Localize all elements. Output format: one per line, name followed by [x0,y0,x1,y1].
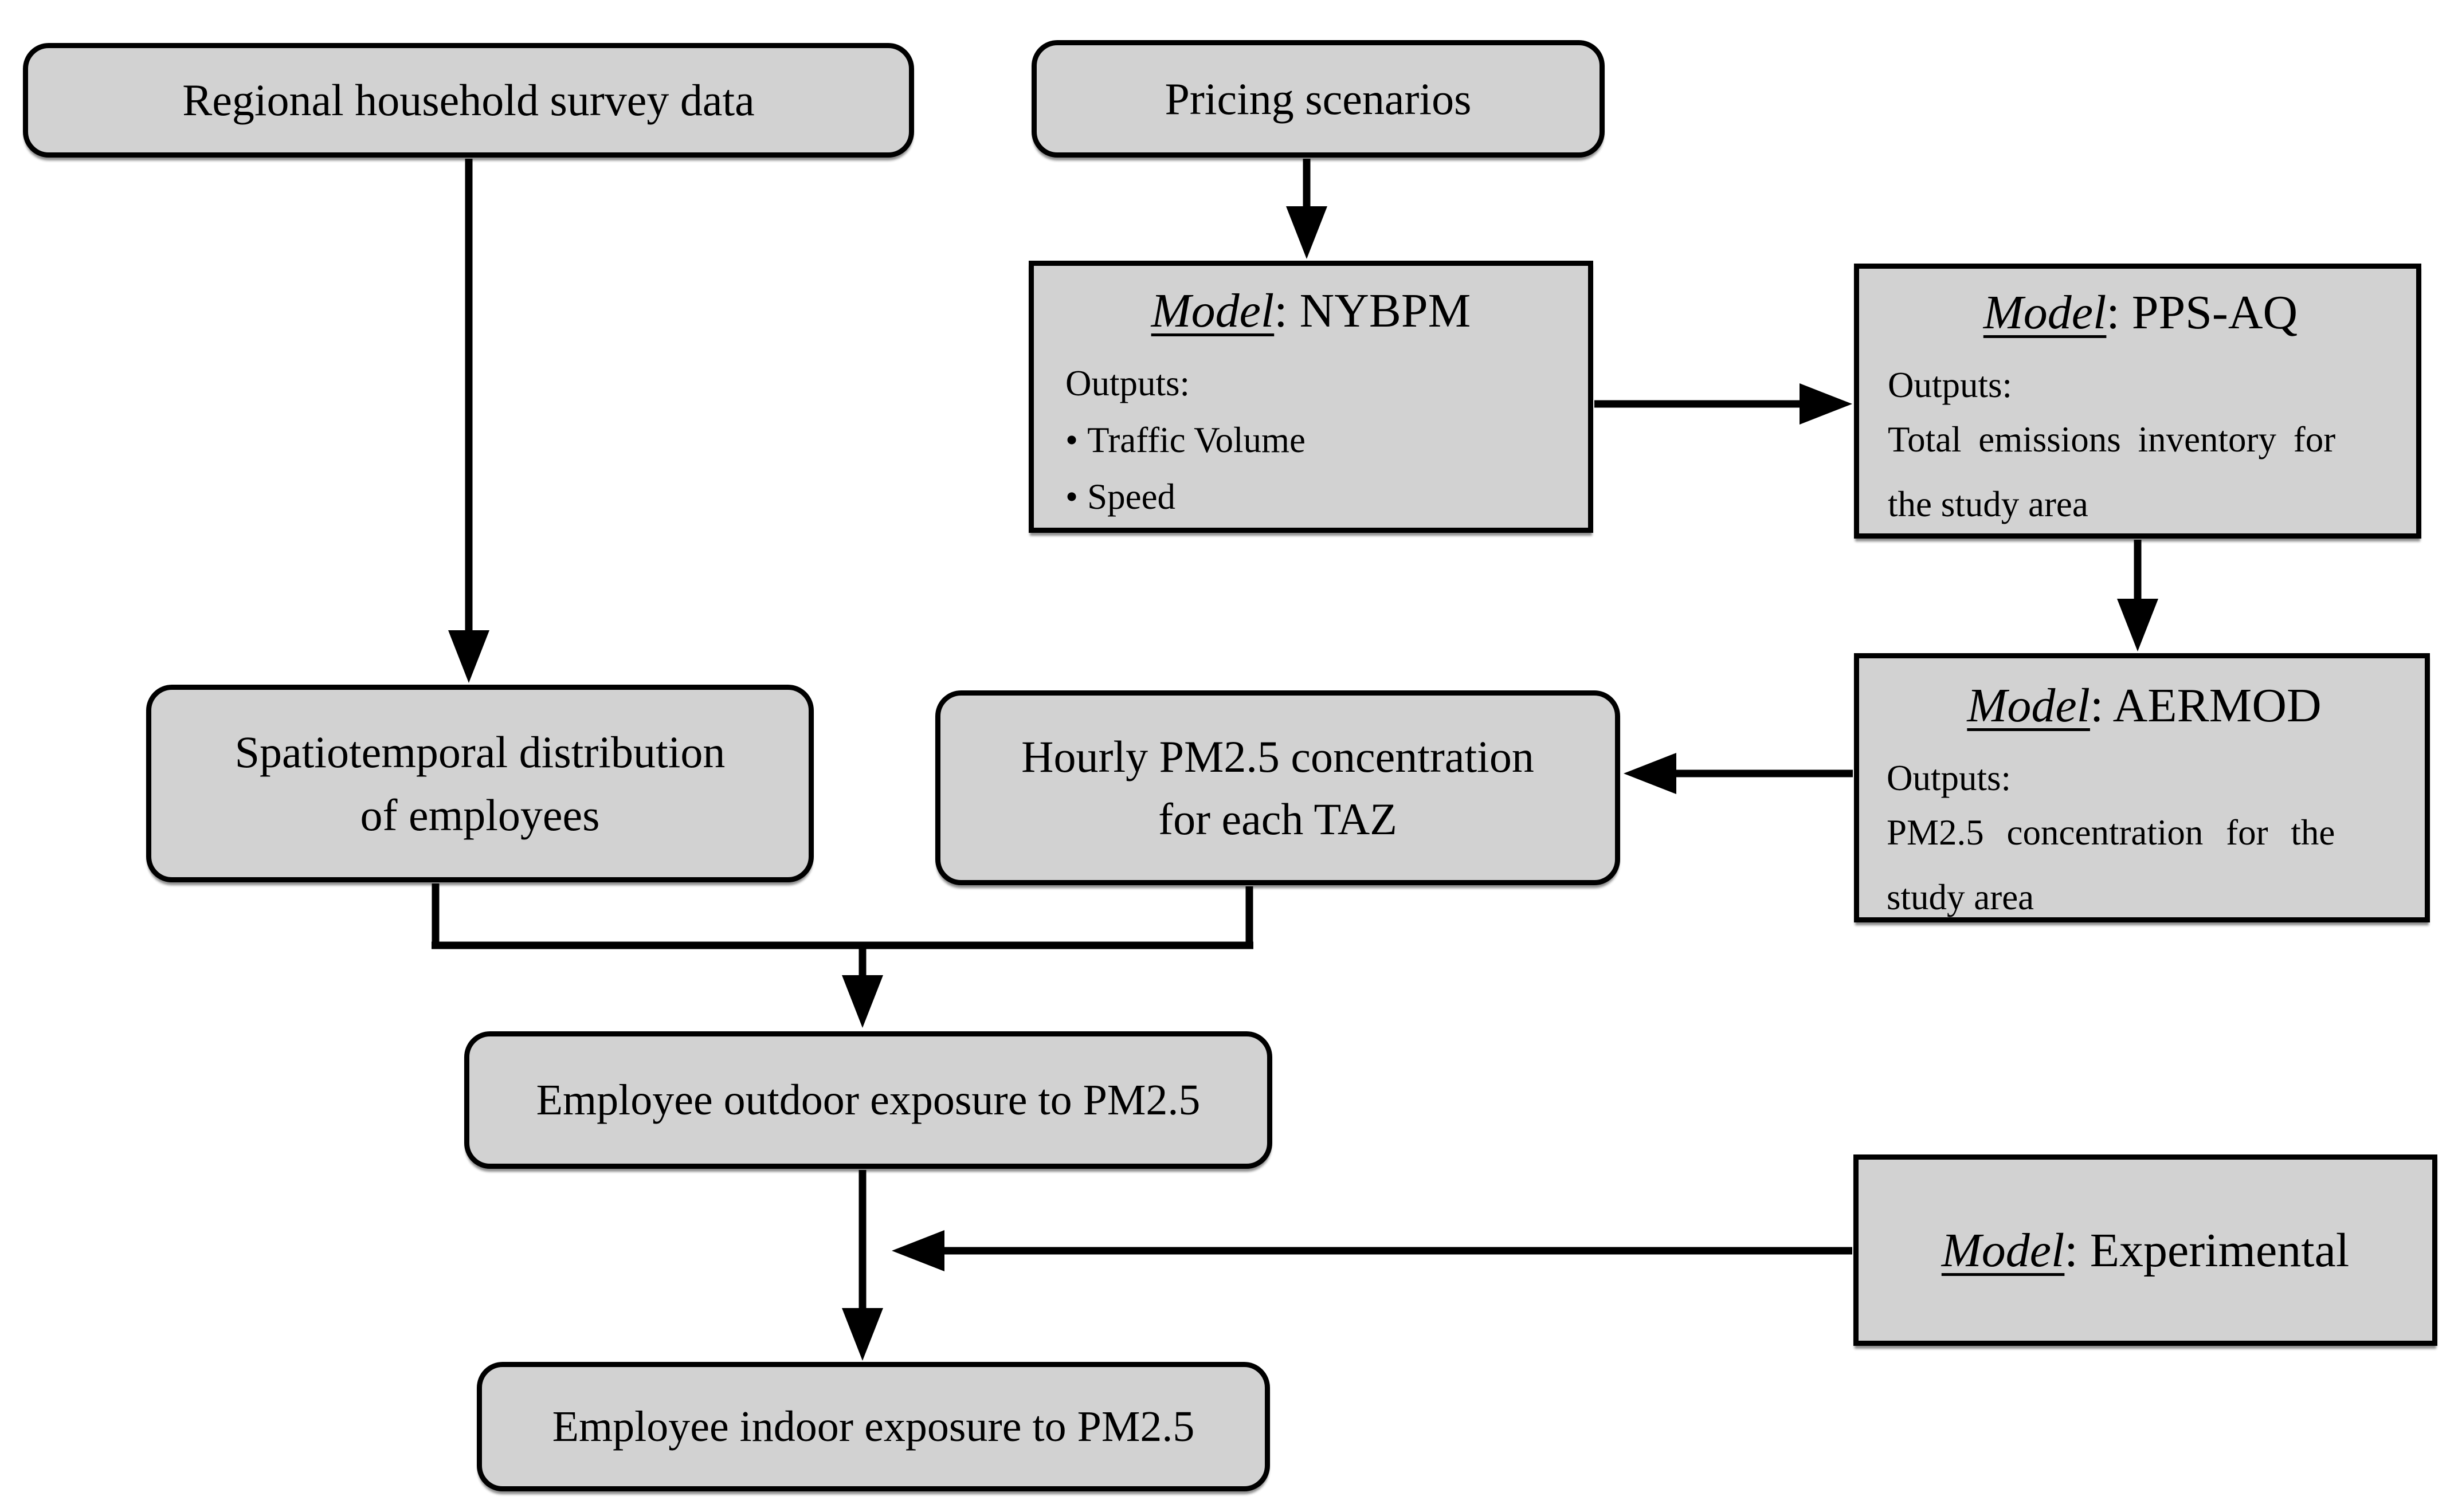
model-title: Model: PPS-AQ [1888,285,2393,340]
node-pricing-scenarios: Pricing scenarios [1032,40,1605,158]
node-model-ppsaq: Model: PPS-AQ Outputs: Total emissions i… [1854,264,2421,539]
node-label: Spatiotemporal distribution of employees [235,721,726,846]
node-hourly-pm25-concentration: Hourly PM2.5 concentration for each TAZ [935,690,1620,885]
arrow-survey-to-spatiotemporal [448,159,489,683]
model-title: Model: NYBPM [1065,283,1557,339]
node-label: Pricing scenarios [1165,73,1472,124]
outputs-text-line: PM2.5 concentration for the [1887,812,2335,853]
node-label: Hourly PM2.5 concentration for each TAZ [1021,725,1534,850]
bullet-item-label: Speed [1087,477,1176,517]
model-title-rest: : Experimental [2064,1223,2350,1277]
outputs-text-line: the study area [1888,484,2088,524]
node-employee-outdoor-exposure: Employee outdoor exposure to PM2.5 [464,1031,1272,1169]
node-label: Regional household survey data [182,75,755,125]
node-spatiotemporal-distribution: Spatiotemporal distribution of employees [146,685,814,882]
connector-merge-to-outdoor [432,883,1253,1028]
arrow-pricing-to-nybpm [1286,159,1327,259]
node-label-line: Hourly PM2.5 concentration [1021,731,1534,781]
bullet-item: •Speed [1065,476,1557,518]
outputs-label: Outputs: [1887,758,2012,798]
node-regional-household-survey: Regional household survey data [23,43,914,158]
node-label-line: for each TAZ [1158,794,1397,844]
model-title-rest: : PPS-AQ [2106,286,2298,339]
bullet-item-label: Traffic Volume [1087,420,1306,460]
node-model-nybpm: Model: NYBPM Outputs: •Traffic Volume •S… [1029,261,1593,533]
model-word: Model [1941,1223,2065,1277]
model-title: Model: Experimental [1942,1223,2349,1278]
node-label-line: of employees [360,790,600,840]
model-word: Model [1967,679,2090,732]
outputs-text-line: study area [1887,877,2034,917]
model-word: Model [1151,284,1275,337]
node-model-aermod: Model: AERMOD Outputs: PM2.5 concentrati… [1854,653,2430,922]
outputs-label: Outputs: [1065,363,1190,403]
bullet-icon: • [1065,477,1079,517]
model-title: Model: AERMOD [1887,678,2402,733]
node-label-line: Spatiotemporal distribution [234,727,726,777]
arrow-aermod-to-hourly [1624,753,1853,794]
bullet-item: •Traffic Volume [1065,419,1557,461]
node-employee-indoor-exposure: Employee indoor exposure to PM2.5 [477,1362,1270,1491]
model-title-rest: : NYBPM [1274,284,1471,337]
arrow-ppsaq-to-aermod [2117,540,2158,651]
outputs-label: Outputs: [1888,365,2013,405]
arrow-nybpm-to-ppsaq [1594,383,1852,425]
model-title-rest: : AERMOD [2090,679,2322,732]
outputs-text-line: Total emissions inventory for [1888,419,2336,460]
bullet-icon: • [1065,420,1079,460]
arrow-experimental-to-junction [892,1230,1852,1271]
node-label: Employee indoor exposure to PM2.5 [552,1402,1195,1451]
arrow-outdoor-to-indoor [842,1170,883,1361]
node-model-experimental: Model: Experimental [1853,1154,2437,1346]
model-word: Model [1983,286,2107,339]
node-label: Employee outdoor exposure to PM2.5 [536,1075,1201,1124]
